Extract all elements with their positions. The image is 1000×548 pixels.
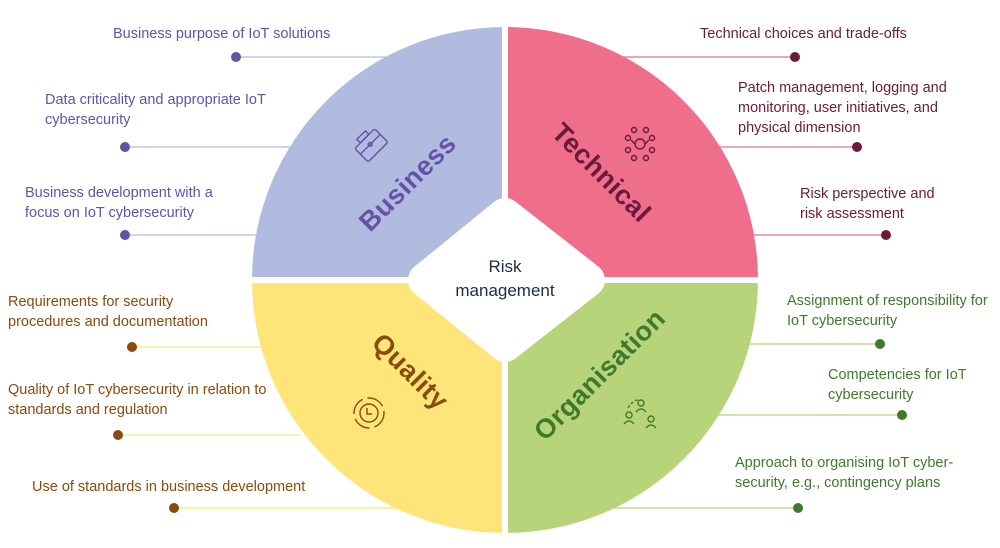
- clock-cycle-icon: [353, 397, 385, 429]
- center-diamond: [408, 198, 605, 362]
- center-title-line: Risk: [488, 257, 522, 276]
- dot: [881, 230, 891, 240]
- business-item: Data criticality and appropriate IoT cyb…: [45, 92, 266, 128]
- dot: [852, 142, 862, 152]
- dot: [793, 503, 803, 513]
- dot: [120, 142, 130, 152]
- dot: [897, 410, 907, 420]
- center-title: Risk management: [440, 255, 570, 303]
- technical-item: Patch management, logging and monitoring…: [738, 80, 947, 136]
- technical-quadrant: [505, 27, 758, 280]
- technical-item: Technical choices and trade-offs: [700, 26, 907, 42]
- quality-item: Quality of IoT cybersecurity in relation…: [8, 382, 267, 418]
- quality-item: Requirements for security procedures and…: [8, 294, 208, 330]
- quality-item: Use of standards in business development: [32, 479, 306, 495]
- organisation-item: Assignment of responsibility for IoT cyb…: [787, 293, 988, 329]
- dot: [875, 339, 885, 349]
- briefcase-icon: [354, 128, 388, 162]
- dot: [113, 430, 123, 440]
- network-hub-icon: [624, 126, 656, 162]
- business-item: Business purpose of IoT solutions: [113, 26, 331, 42]
- center-title-line: management: [455, 281, 555, 300]
- technical-item: Risk perspective and risk assessment: [800, 186, 935, 222]
- business-item: Business development with a focus on IoT…: [25, 185, 213, 221]
- people-cycle-icon: [623, 399, 657, 429]
- dot: [120, 230, 130, 240]
- organisation-item: Approach to organising IoT cyber-securit…: [735, 455, 954, 491]
- dot: [790, 52, 800, 62]
- dot: [231, 52, 241, 62]
- business-quadrant: [252, 27, 505, 280]
- organisation-item: Competencies for IoT cybersecurity: [828, 367, 967, 403]
- dot: [169, 503, 179, 513]
- quality-quadrant: [252, 280, 505, 533]
- dot: [127, 342, 137, 352]
- organisation-quadrant: [505, 280, 758, 533]
